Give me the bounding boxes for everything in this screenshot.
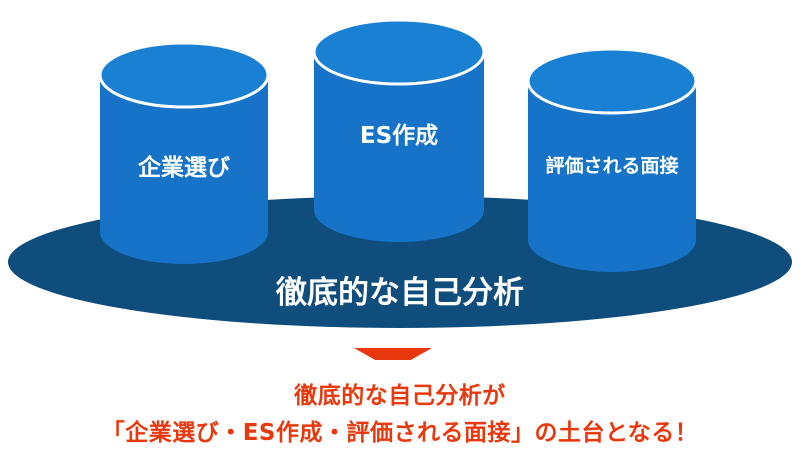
pillar-company-selection: 企業選び	[98, 41, 270, 264]
pillar-es-writing-top	[312, 18, 486, 86]
pillar-company-selection-top	[98, 41, 270, 109]
down-arrow-icon	[354, 348, 432, 360]
pillar-interview: 評価される面接	[526, 47, 698, 272]
caption-line-2: 「企業選び・ES作成・評価される面接」の土台となる！	[101, 420, 699, 446]
caption-line-1: 徹底的な自己分析が	[294, 383, 506, 409]
pillar-interview-top	[526, 47, 698, 115]
pillar-company-selection-label: 企業選び	[137, 154, 230, 181]
pillar-es-writing-body	[314, 52, 484, 242]
foundation-diagram: 企業選び ES作成 評価される面接 徹底的な自己分析	[8, 18, 792, 360]
pillar-es-writing: ES作成	[312, 18, 486, 242]
foundation-label: 徹底的な自己分析	[275, 275, 524, 311]
pillar-interview-body	[528, 81, 696, 272]
pillar-company-selection-body	[100, 75, 268, 264]
pillar-interview-label: 評価される面接	[545, 154, 678, 177]
pillar-es-writing-label: ES作成	[360, 123, 438, 149]
